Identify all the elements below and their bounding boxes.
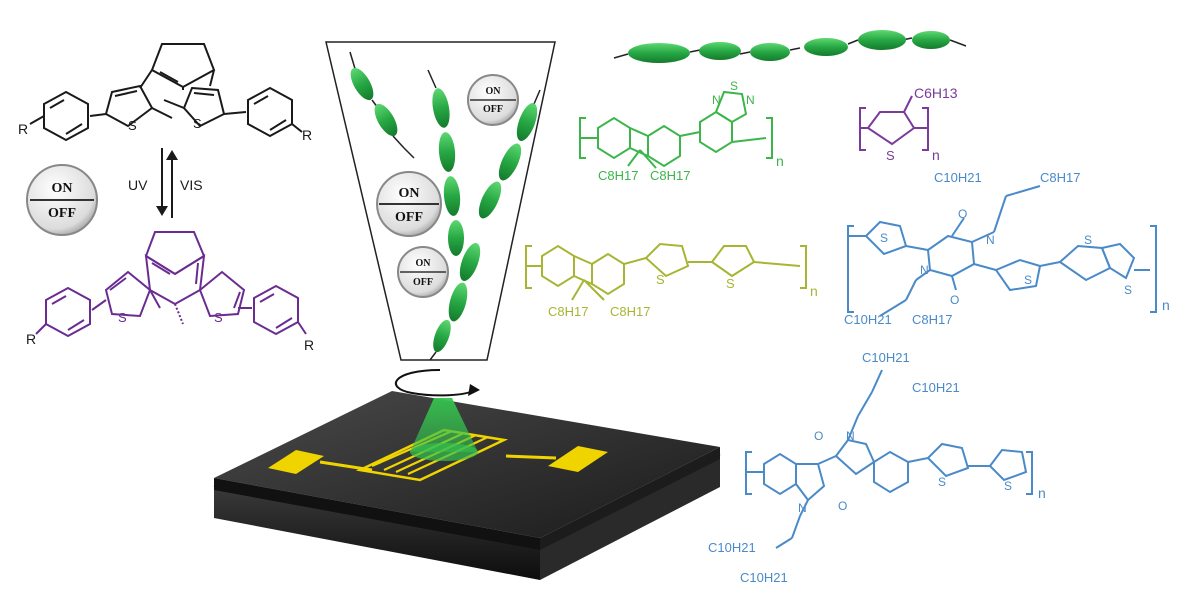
polymer-chains-in-funnel [349,51,541,361]
f8bt-s-atom: S [730,79,738,93]
uv-label: UV [128,177,148,193]
s-atom-closed-left: S [118,310,127,325]
p3ht-n-subscript: n [932,147,940,163]
f8bt-chain-2: C8H17 [650,168,690,183]
f8t2-s-atom-2: S [726,276,735,291]
dpp-n-subscript: n [1162,297,1170,313]
iso-chain-bottom-2: C10H21 [740,570,788,585]
dpp-o-atom-2: O [950,293,959,307]
p3ht-chain: C6H13 [914,85,958,101]
switch-on-label-funnel-bottom: ON [416,258,432,269]
switch-off-label-left: OFF [48,206,76,221]
p3ht-s-atom: S [886,148,895,163]
switch-icon-funnel-middle: ON OFF [376,171,442,237]
dpp-n-atom-2: N [920,263,929,277]
r-group-closed-right: R [304,337,314,353]
f8t2-n-subscript: n [810,283,818,299]
dpp-s-atom-4: S [1124,283,1132,297]
f8bt-n-atom-1: N [712,93,721,107]
dpp-s-atom-3: S [1084,233,1092,247]
device-substrate [212,391,722,580]
vis-label: VIS [180,177,203,193]
open-form-molecule [29,43,303,142]
iso-n-atom-2: N [846,429,855,443]
iso-s-atom-1: S [938,475,946,489]
iso-n-subscript: n [1038,485,1046,501]
switch-on-label-funnel-top: ON [486,86,502,97]
dpp-chain-top-2: C8H17 [1040,170,1080,185]
iso-chain-bottom-1: C10H21 [708,540,756,555]
iso-chain-top-2: C10H21 [912,380,960,395]
f8bt-chain-1: C8H17 [598,168,638,183]
light-cone-icon [410,398,478,452]
iso-n-atom-1: N [798,501,807,515]
polymer-isoindigo [745,369,1033,549]
iso-o-atom-2: O [814,429,823,443]
polymer-p3ht [859,95,929,151]
f8t2-chain-1: C8H17 [548,304,588,319]
rotation-arrow-icon [394,369,480,397]
iso-o-atom-1: O [838,499,847,513]
f8t2-s-atom-1: S [656,272,665,287]
s-atom-closed-right: S [214,310,223,325]
dpp-chain-top-1: C10H21 [934,170,982,185]
switch-off-label-funnel-middle: OFF [395,210,423,225]
r-group-closed-left: R [26,331,36,347]
switch-icon-funnel-top: ON OFF [467,74,519,126]
switch-off-label-funnel-top: OFF [483,104,503,115]
switch-on-label-left: ON [52,181,73,196]
f8bt-n-atom-2: N [746,93,755,107]
dpp-chain-bottom-1: C10H21 [844,312,892,327]
photoswitch-arrows [156,148,178,218]
closed-form-molecule [35,231,307,338]
switch-off-label-funnel-bottom: OFF [413,277,433,288]
polymer-dpp [847,185,1157,317]
s-atom-left: S [128,118,137,133]
f8bt-n-subscript: n [776,153,784,169]
dpp-o-atom-1: O [958,207,967,221]
dpp-s-atom-1: S [880,231,888,245]
iso-chain-top-1: C10H21 [862,350,910,365]
s-atom-right: S [193,116,202,131]
switch-on-label-funnel-middle: ON [399,186,420,201]
r-group-right: R [302,127,312,143]
dpp-chain-bottom-2: C8H17 [912,312,952,327]
switch-icon-left: ON OFF [26,164,98,236]
f8t2-chain-2: C8H17 [610,304,650,319]
dpp-s-atom-2: S [1024,273,1032,287]
r-group-left: R [18,121,28,137]
switch-icon-funnel-bottom: ON OFF [397,246,449,298]
iso-s-atom-2: S [1004,479,1012,493]
dpp-n-atom-1: N [986,233,995,247]
polymer-fluorene-bithiophene [525,242,807,301]
polymer-fluorene-benzothiadiazole [579,90,773,169]
light-spot [410,443,478,461]
polymer-chain-icon [613,30,967,63]
